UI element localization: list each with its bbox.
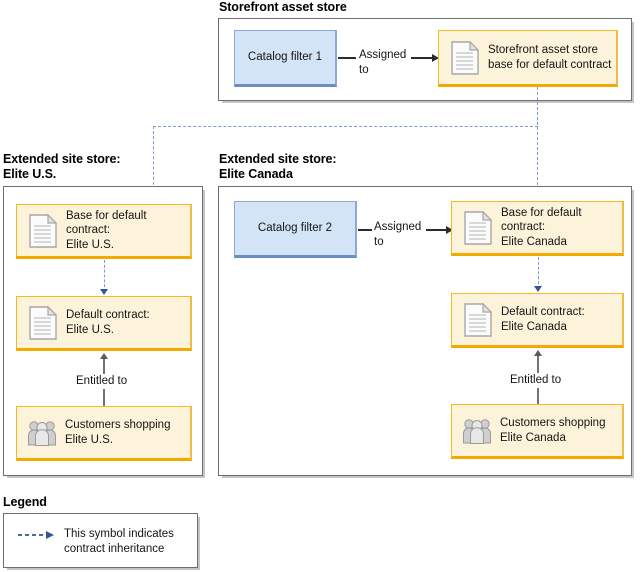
document-icon bbox=[29, 213, 57, 248]
node-label: Catalog filter 2 bbox=[257, 222, 333, 235]
arrowhead-assigned-to-1 bbox=[432, 54, 439, 62]
arrowhead-entitled-to-canada bbox=[534, 350, 542, 356]
node-canada-default-contract[interactable]: Default contract: Elite Canada bbox=[451, 293, 624, 348]
connector-assigned-to-1-right bbox=[411, 57, 433, 59]
legend-title: Legend bbox=[3, 495, 47, 509]
document-icon bbox=[464, 210, 492, 245]
node-label: Customers shopping Elite Canada bbox=[500, 417, 606, 444]
people-icon bbox=[463, 418, 491, 444]
node-label: Storefront asset store base for default … bbox=[488, 44, 612, 71]
connector-assigned-to-2-left bbox=[358, 229, 372, 231]
inheritance-arrow-icon bbox=[18, 531, 54, 539]
node-label: Default contract: Elite U.S. bbox=[66, 309, 150, 336]
section-title-extended-site-store-us: Extended site store: Elite U.S. bbox=[3, 152, 121, 181]
node-label: Default contract: Elite Canada bbox=[501, 306, 585, 333]
people-icon bbox=[28, 420, 56, 446]
inheritance-line-ca-base-to-default bbox=[538, 257, 539, 289]
document-icon bbox=[464, 302, 492, 337]
node-us-base-contract[interactable]: Base for default contract: Elite U.S. bbox=[16, 204, 192, 259]
node-us-default-contract[interactable]: Default contract: Elite U.S. bbox=[16, 296, 192, 351]
inheritance-line-branch-to-us bbox=[153, 126, 154, 205]
node-label: Catalog filter 1 bbox=[247, 51, 323, 64]
section-title-storefront-asset-store: Storefront asset store bbox=[219, 0, 347, 14]
legend-entry-text: This symbol indicates contract inheritan… bbox=[64, 528, 174, 555]
node-storefront-asset-store-base-contract[interactable]: Storefront asset store base for default … bbox=[438, 30, 618, 87]
node-us-customers[interactable]: Customers shopping Elite U.S. bbox=[16, 406, 192, 461]
connector-assigned-to-1-left bbox=[338, 57, 356, 59]
edge-label-assigned-to-2: Assigned to bbox=[374, 221, 422, 248]
arrowhead-entitled-to-us bbox=[100, 353, 108, 359]
connector-assigned-to-2-right bbox=[426, 229, 448, 231]
inheritance-line-us-base-to-default bbox=[104, 260, 105, 292]
arrowhead-inheritance-ca-default bbox=[534, 286, 542, 292]
node-label: Customers shopping Elite U.S. bbox=[65, 419, 171, 446]
document-icon bbox=[451, 40, 479, 75]
node-label: Base for default contract: Elite Canada bbox=[501, 206, 582, 248]
section-title-extended-site-store-canada: Extended site store: Elite Canada bbox=[219, 152, 337, 181]
container-legend bbox=[3, 513, 198, 568]
node-canada-base-contract[interactable]: Base for default contract: Elite Canada bbox=[451, 201, 624, 256]
arrowhead-inheritance-us-default bbox=[100, 289, 108, 295]
node-canada-customers[interactable]: Customers shopping Elite Canada bbox=[451, 404, 624, 459]
document-icon bbox=[29, 305, 57, 340]
edge-label-assigned-to-1: Assigned to bbox=[359, 49, 407, 76]
edge-label-entitled-to-us: Entitled to bbox=[74, 374, 130, 389]
edge-label-entitled-to-canada: Entitled to bbox=[508, 373, 564, 388]
inheritance-line-trunk bbox=[537, 87, 538, 205]
arrowhead-assigned-to-2 bbox=[446, 226, 453, 234]
node-catalog-filter-2[interactable]: Catalog filter 2 bbox=[234, 201, 357, 258]
inheritance-line-branch-horizontal bbox=[153, 126, 538, 127]
node-label: Base for default contract: Elite U.S. bbox=[66, 209, 147, 251]
node-catalog-filter-1[interactable]: Catalog filter 1 bbox=[234, 30, 337, 87]
